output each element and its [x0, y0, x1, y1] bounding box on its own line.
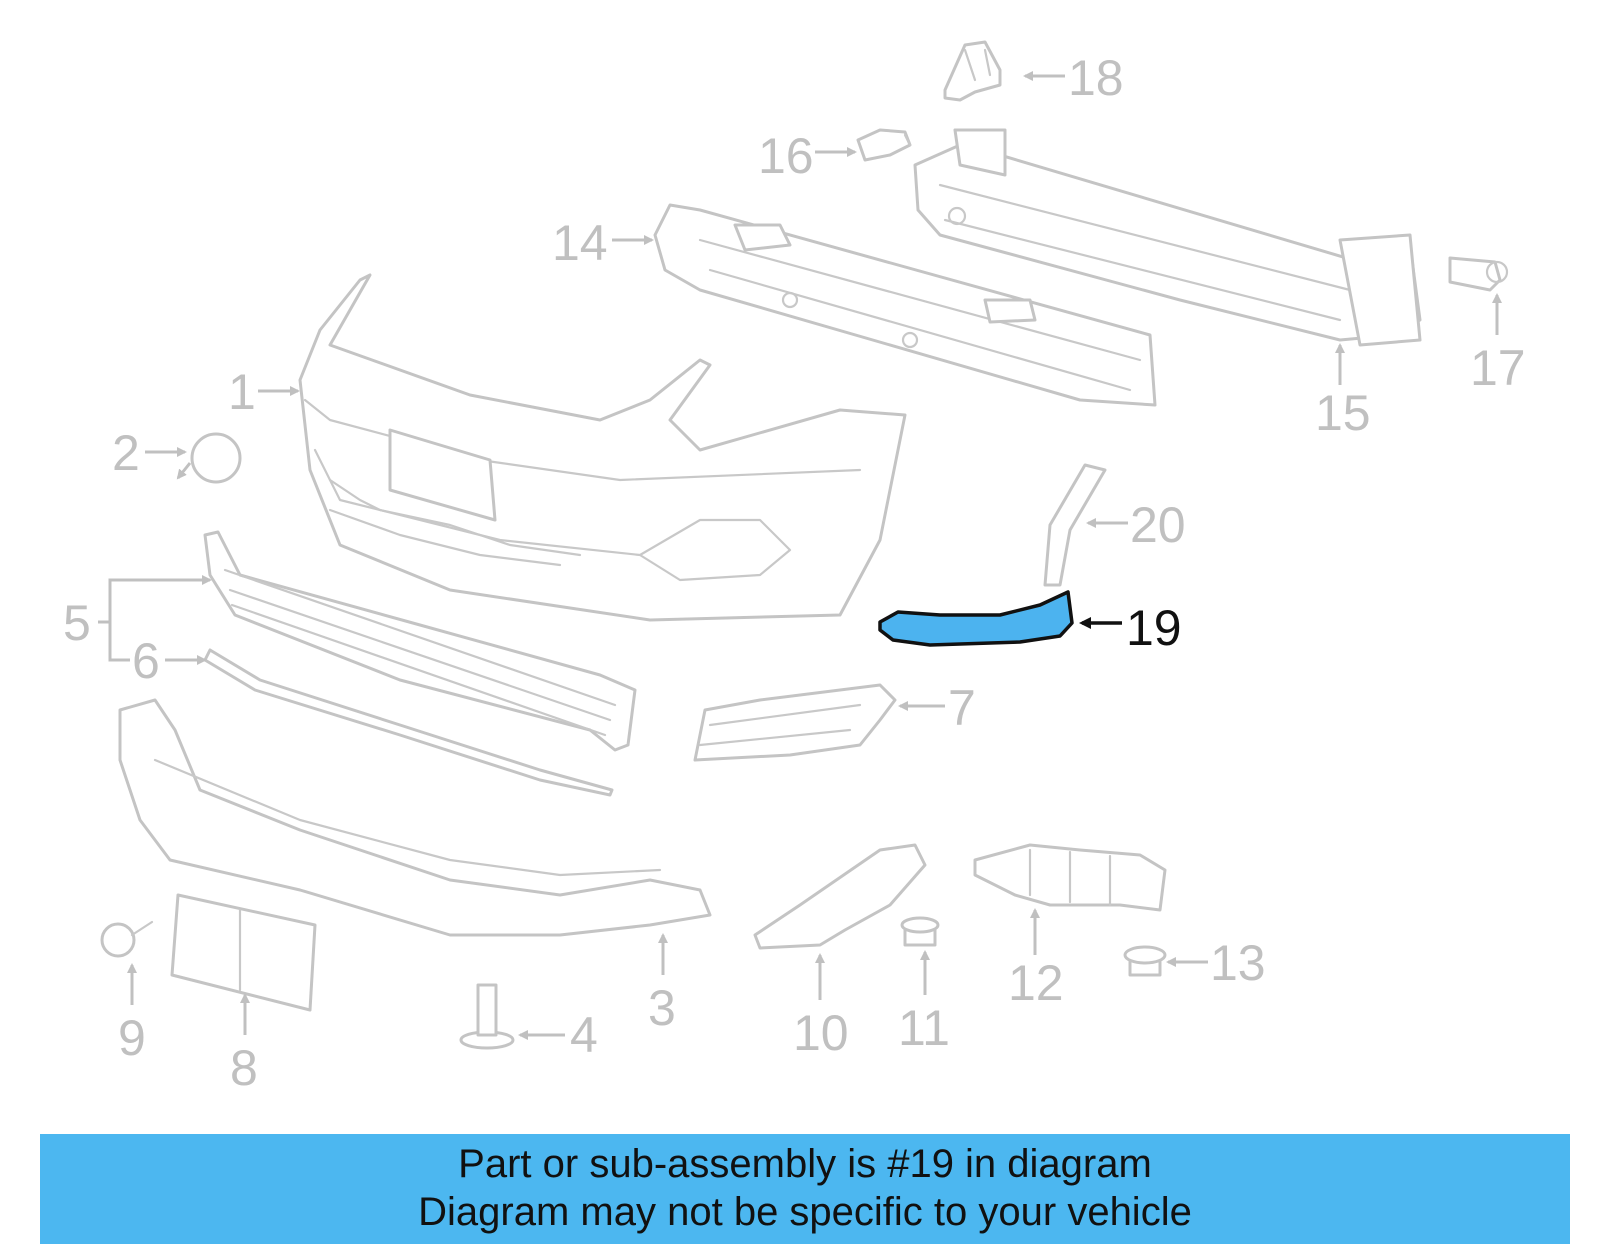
- callout-label-20: 20: [1130, 497, 1186, 553]
- info-banner: Part or sub-assembly is #19 in diagram D…: [40, 1134, 1570, 1244]
- parts-diagram: 1 2 3 4 5 6 7 8 9 10 11 12: [63, 40, 1526, 1096]
- part-8-plate-bracket: [170, 893, 317, 1012]
- part-20-bracket: [1043, 463, 1107, 587]
- callout-label-12: 12: [1008, 955, 1064, 1011]
- part-3-valance: [118, 698, 712, 937]
- part-6-molding: [203, 648, 614, 797]
- banner-line-2: Diagram may not be specific to your vehi…: [418, 1190, 1192, 1234]
- callout-label-19: 19: [1126, 600, 1182, 656]
- callout-label-9: 9: [118, 1010, 146, 1066]
- callouts: 1 2 3 4 5 6 7 8 9 10 11 12: [63, 50, 1526, 1096]
- callout-label-2: 2: [112, 425, 140, 481]
- callout-label-14: 14: [552, 215, 608, 271]
- part-16-bolt: [856, 128, 912, 162]
- part-2-cap: [190, 432, 242, 484]
- callout-label-8: 8: [230, 1040, 258, 1096]
- part-15-impact-bar: [913, 128, 1422, 347]
- part-12-bracket: [973, 843, 1167, 912]
- callout-label-13: 13: [1210, 935, 1266, 991]
- part-9-screw: [100, 920, 154, 958]
- part-18-bracket: [943, 40, 1002, 102]
- callout-label-3: 3: [648, 980, 676, 1036]
- callout-label-1: 1: [228, 364, 256, 420]
- callout-label-16: 16: [758, 128, 814, 184]
- callout-label-11: 11: [898, 1000, 950, 1056]
- callout-label-5: 5: [63, 595, 91, 651]
- part-1-bumper-cover: [298, 273, 907, 622]
- callout-label-6: 6: [132, 633, 160, 689]
- part-14-absorber: [653, 203, 1157, 407]
- callout-label-18: 18: [1068, 50, 1124, 106]
- part-5-grille: [203, 530, 637, 752]
- callout-label-4: 4: [570, 1007, 598, 1063]
- callout-label-7: 7: [948, 680, 976, 736]
- banner-line-1: Part or sub-assembly is #19 in diagram: [458, 1142, 1152, 1186]
- part-7-trim: [693, 683, 897, 762]
- callout-label-17: 17: [1470, 340, 1526, 396]
- part-10-bracket: [753, 843, 927, 950]
- callout-label-15: 15: [1315, 385, 1371, 441]
- part-17-bolt: [1448, 256, 1509, 292]
- part-13-nut: [1123, 945, 1167, 977]
- part-19-highlighted: [878, 590, 1074, 647]
- callout-label-10: 10: [793, 1005, 849, 1061]
- part-4-pin: [459, 983, 515, 1050]
- part-11-nut: [900, 916, 940, 947]
